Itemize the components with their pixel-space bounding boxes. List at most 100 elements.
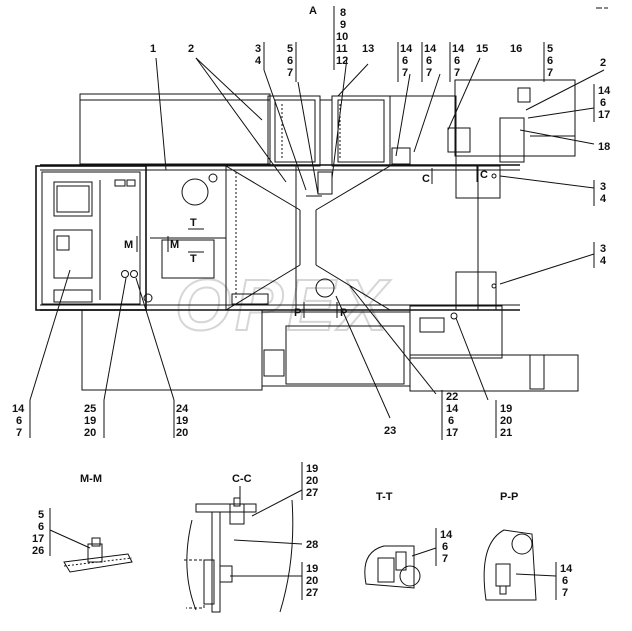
svg-text:5: 5 (547, 43, 553, 55)
svg-text:7: 7 (16, 427, 22, 439)
svg-text:3: 3 (600, 243, 606, 255)
svg-text:7: 7 (547, 67, 553, 79)
svg-text:20: 20 (500, 415, 512, 427)
svg-text:14: 14 (446, 403, 459, 415)
svg-text:6: 6 (547, 55, 553, 67)
section-mark-t-2: T (190, 253, 197, 265)
svg-text:8: 8 (340, 7, 346, 19)
svg-text:7: 7 (442, 553, 448, 565)
svg-text:14: 14 (440, 529, 453, 541)
svg-text:24: 24 (176, 403, 189, 415)
callout-1: 1 (150, 43, 156, 55)
callout-5-7: 5 6 7 (287, 42, 297, 82)
leader-lines (29, 57, 605, 419)
callout-2: 2 (188, 43, 194, 55)
svg-text:14: 14 (424, 43, 437, 55)
svg-text:19: 19 (176, 415, 188, 427)
svg-text:17: 17 (598, 109, 610, 121)
svg-text:4: 4 (600, 255, 607, 267)
svg-text:7: 7 (287, 67, 293, 79)
callout-18: 18 (598, 141, 610, 153)
svg-text:21: 21 (500, 427, 512, 439)
detail-c-c: C-C 19 20 27 28 19 20 27 (184, 462, 318, 613)
svg-text:7: 7 (426, 67, 432, 79)
section-mark-c-2: C (480, 169, 488, 181)
svg-text:7: 7 (454, 67, 460, 79)
section-mark-c-1: C (422, 173, 430, 185)
svg-text:20: 20 (306, 475, 318, 487)
svg-text:7: 7 (562, 587, 568, 599)
detail-p-p-title: P-P (500, 491, 518, 503)
section-mark-p-1: P (294, 307, 301, 319)
svg-text:17: 17 (32, 533, 44, 545)
callout-3-4-right-2: 3 4 (593, 242, 607, 268)
svg-text:6: 6 (454, 55, 460, 67)
svg-text:20: 20 (84, 427, 96, 439)
callout-16: 16 (510, 43, 522, 55)
detail-t-t-title: T-T (376, 491, 393, 503)
svg-text:3: 3 (600, 181, 606, 193)
svg-text:11: 11 (336, 43, 348, 55)
svg-text:5: 5 (38, 509, 44, 521)
svg-text:22: 22 (446, 391, 458, 403)
svg-text:14: 14 (598, 85, 611, 97)
svg-text:19: 19 (306, 463, 318, 475)
svg-text:3: 3 (255, 43, 261, 55)
svg-text:26: 26 (32, 545, 44, 557)
svg-text:12: 12 (336, 55, 348, 67)
svg-text:19: 19 (500, 403, 512, 415)
callout-15: 15 (476, 43, 488, 55)
svg-text:4: 4 (255, 55, 262, 67)
svg-text:27: 27 (306, 587, 318, 599)
svg-text:6: 6 (426, 55, 432, 67)
callout-3-4-right-1: 3 4 (593, 180, 607, 206)
svg-text:14: 14 (452, 43, 465, 55)
callout-2-right: 2 (600, 57, 606, 69)
svg-text:6: 6 (562, 575, 568, 587)
svg-text:6: 6 (402, 55, 408, 67)
main-frame (35, 79, 579, 392)
callout-3-4: 3 4 (255, 42, 265, 70)
svg-text:19: 19 (306, 563, 318, 575)
svg-text:6: 6 (38, 521, 44, 533)
svg-text:7: 7 (402, 67, 408, 79)
section-mark-p-2: P (340, 307, 347, 319)
svg-text:14: 14 (12, 403, 25, 415)
svg-text:10: 10 (336, 31, 348, 43)
svg-text:6: 6 (448, 415, 454, 427)
svg-text:20: 20 (176, 427, 188, 439)
detail-c-c-title: C-C (232, 473, 252, 485)
svg-text:17: 17 (446, 427, 458, 439)
callout-14-6-7-a: 14 6 7 (397, 42, 413, 82)
svg-text:19: 19 (84, 415, 96, 427)
detail-p-p: P-P 14 6 7 (483, 491, 573, 601)
callout-14-6-7-c: 14 6 7 (449, 42, 465, 82)
section-mark-t-1: T (190, 217, 197, 229)
callout-13: 13 (362, 43, 374, 55)
section-marks: C C T T M M P P (124, 166, 488, 319)
svg-text:6: 6 (287, 55, 293, 67)
svg-text:14: 14 (560, 563, 573, 575)
detail-t-t: T-T 14 6 7 (364, 491, 453, 589)
svg-text:6: 6 (600, 97, 606, 109)
callout-8-12: 8 9 10 11 12 (333, 6, 348, 70)
detail-m-m: M-M 5 6 17 26 (32, 473, 133, 573)
svg-text:4: 4 (600, 193, 607, 205)
callout-14-6-17: 14 6 17 (593, 84, 611, 122)
svg-text:14: 14 (400, 43, 413, 55)
callout-23: 23 (384, 425, 396, 437)
svg-text:6: 6 (442, 541, 448, 553)
section-mark-m-2: M (170, 239, 179, 251)
svg-text:5: 5 (287, 43, 293, 55)
callouts: 1 2 3 4 5 6 7 8 9 10 11 12 13 14 6 7 (12, 6, 611, 440)
svg-text:20: 20 (306, 575, 318, 587)
svg-text:28: 28 (306, 539, 318, 551)
callout-5-6-7-right: 5 6 7 (543, 42, 553, 82)
section-mark-m-1: M (124, 239, 133, 251)
callout-25-19-20: 25 19 20 (84, 400, 105, 439)
callout-24-19-20: 24 19 20 (173, 400, 189, 439)
svg-text:6: 6 (16, 415, 22, 427)
callout-22-14-6-17: 22 14 6 17 (441, 390, 459, 440)
